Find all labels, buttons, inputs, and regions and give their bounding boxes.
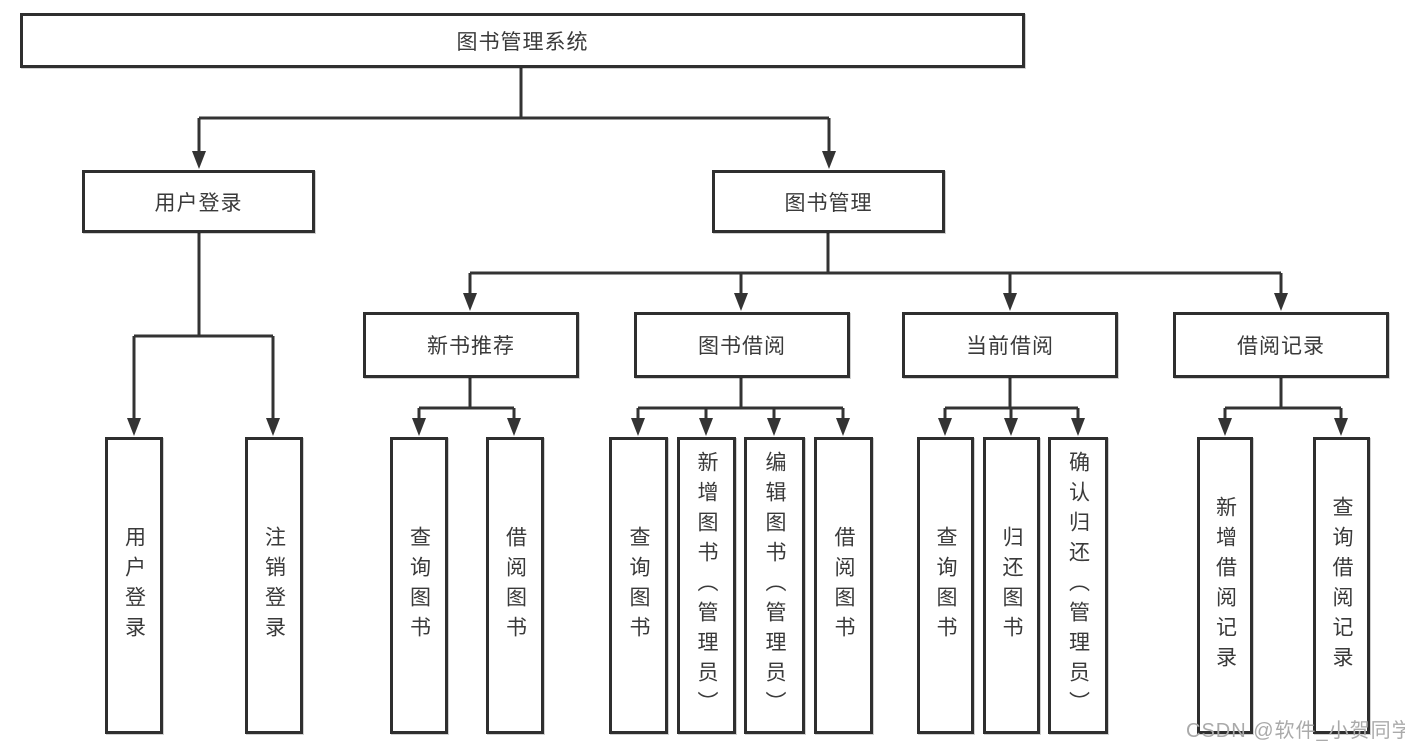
leaf-return-book: 归还图书	[983, 437, 1040, 734]
leaf-user-login: 用户登录	[105, 437, 163, 734]
leaf-label: 用户登录	[122, 525, 146, 646]
csdn-watermark: CSDN @软件_小贺同学	[1186, 720, 1405, 742]
node-user-login-branch: 用户登录	[82, 170, 315, 233]
leaf-label: 查询借阅记录	[1330, 495, 1353, 676]
leaf-query-books-a: 查询图书	[390, 437, 448, 734]
leaf-edit-book-admin: 编辑图书（管理员）	[744, 437, 805, 734]
node-new-book-recommend: 新书推荐	[363, 312, 579, 378]
node-label: 新书推荐	[427, 335, 515, 358]
leaf-label: 编辑图书（管理员）	[763, 450, 786, 721]
node-book-borrowing: 图书借阅	[634, 312, 850, 378]
node-borrow-records: 借阅记录	[1173, 312, 1389, 378]
node-label: 用户登录	[154, 191, 243, 215]
node-label: 图书管理系统	[456, 30, 589, 54]
node-current-borrowing: 当前借阅	[902, 312, 1118, 378]
leaf-label: 归还图书	[1000, 525, 1023, 646]
leaf-logout: 注销登录	[245, 437, 303, 734]
leaf-add-borrow-record: 新增借阅记录	[1197, 437, 1253, 734]
leaf-label: 新增图书（管理员）	[695, 450, 718, 721]
leaf-label: 注销登录	[262, 525, 286, 646]
leaf-label: 查询图书	[627, 525, 650, 646]
node-label: 图书借阅	[698, 335, 786, 358]
leaf-label: 查询图书	[934, 525, 957, 646]
node-book-management-branch: 图书管理	[712, 170, 945, 233]
leaf-add-book-admin: 新增图书（管理员）	[677, 437, 736, 734]
leaf-label: 借阅图书	[503, 525, 527, 646]
leaf-query-books-c: 查询图书	[917, 437, 974, 734]
leaf-label: 确认归还（管理员）	[1066, 450, 1090, 721]
leaf-borrow-books-a: 借阅图书	[486, 437, 544, 734]
node-label: 当前借阅	[966, 335, 1054, 358]
node-label: 借阅记录	[1237, 335, 1325, 358]
leaf-label: 新增借阅记录	[1213, 495, 1237, 676]
leaf-label: 借阅图书	[832, 525, 855, 646]
node-label: 图书管理	[784, 191, 873, 215]
leaf-confirm-return-admin: 确认归还（管理员）	[1048, 437, 1108, 734]
leaf-label: 查询图书	[407, 525, 431, 646]
node-root-book-management-system: 图书管理系统	[20, 13, 1025, 68]
leaf-borrow-books-b: 借阅图书	[814, 437, 873, 734]
leaf-query-books-b: 查询图书	[609, 437, 668, 734]
leaf-query-borrow-record: 查询借阅记录	[1313, 437, 1370, 734]
